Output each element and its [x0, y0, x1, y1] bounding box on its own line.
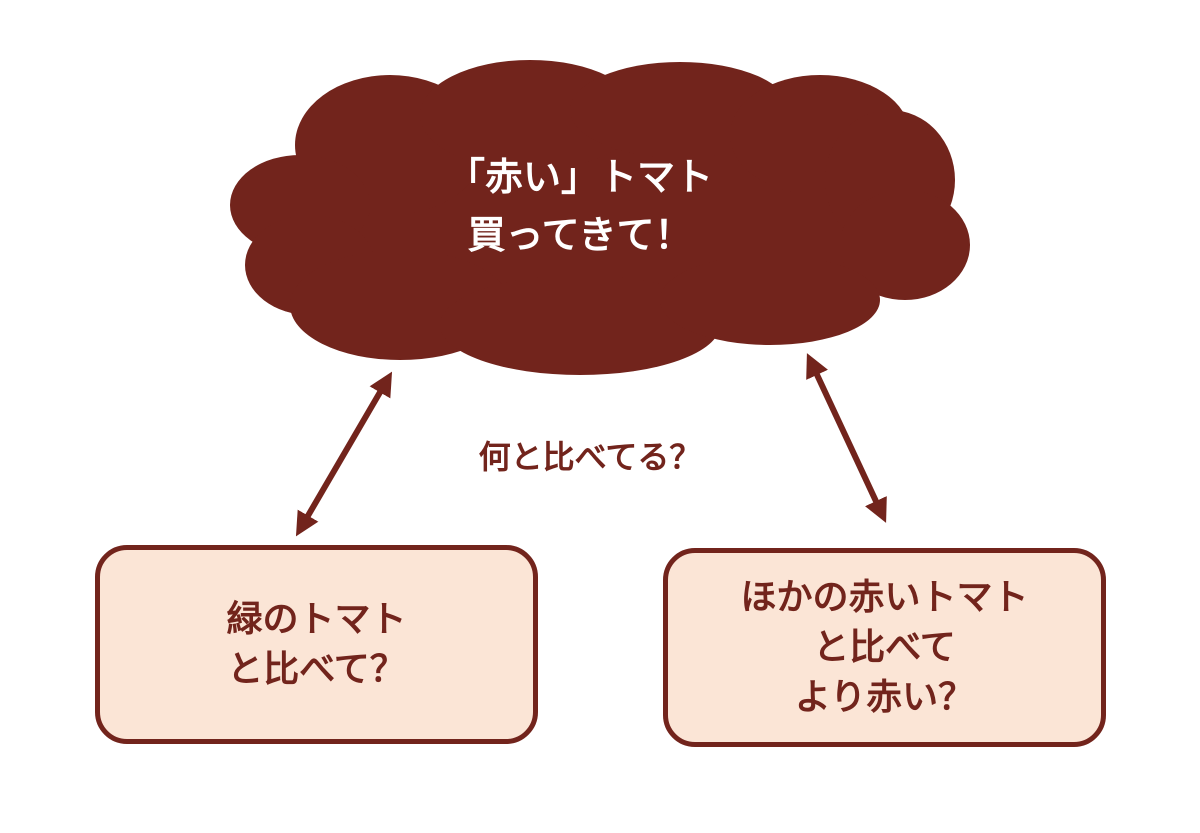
left-double-arrow — [295, 371, 393, 537]
box-line: と比べて — [813, 626, 956, 668]
cloud-text: 「赤い」トマト 買ってきて！ — [330, 148, 830, 264]
right-double-arrow — [806, 353, 887, 523]
question-label: 何と比べてる？ — [478, 438, 702, 476]
cloud-line: 買ってきて！ — [467, 213, 693, 257]
cloud-line: 「赤い」トマト — [446, 155, 713, 199]
box-line: ほかの赤いトマト — [740, 576, 1029, 618]
box-line: 緑のトマト — [226, 598, 407, 640]
box-line: と比べて？ — [227, 648, 406, 690]
speech-cloud — [230, 60, 970, 375]
other-red-tomato-comparison-box: ほかの赤いトマト と比べて より赤い？ — [663, 548, 1106, 747]
box-line: より赤い？ — [794, 676, 975, 718]
green-tomato-comparison-box: 緑のトマト と比べて？ — [95, 545, 538, 744]
